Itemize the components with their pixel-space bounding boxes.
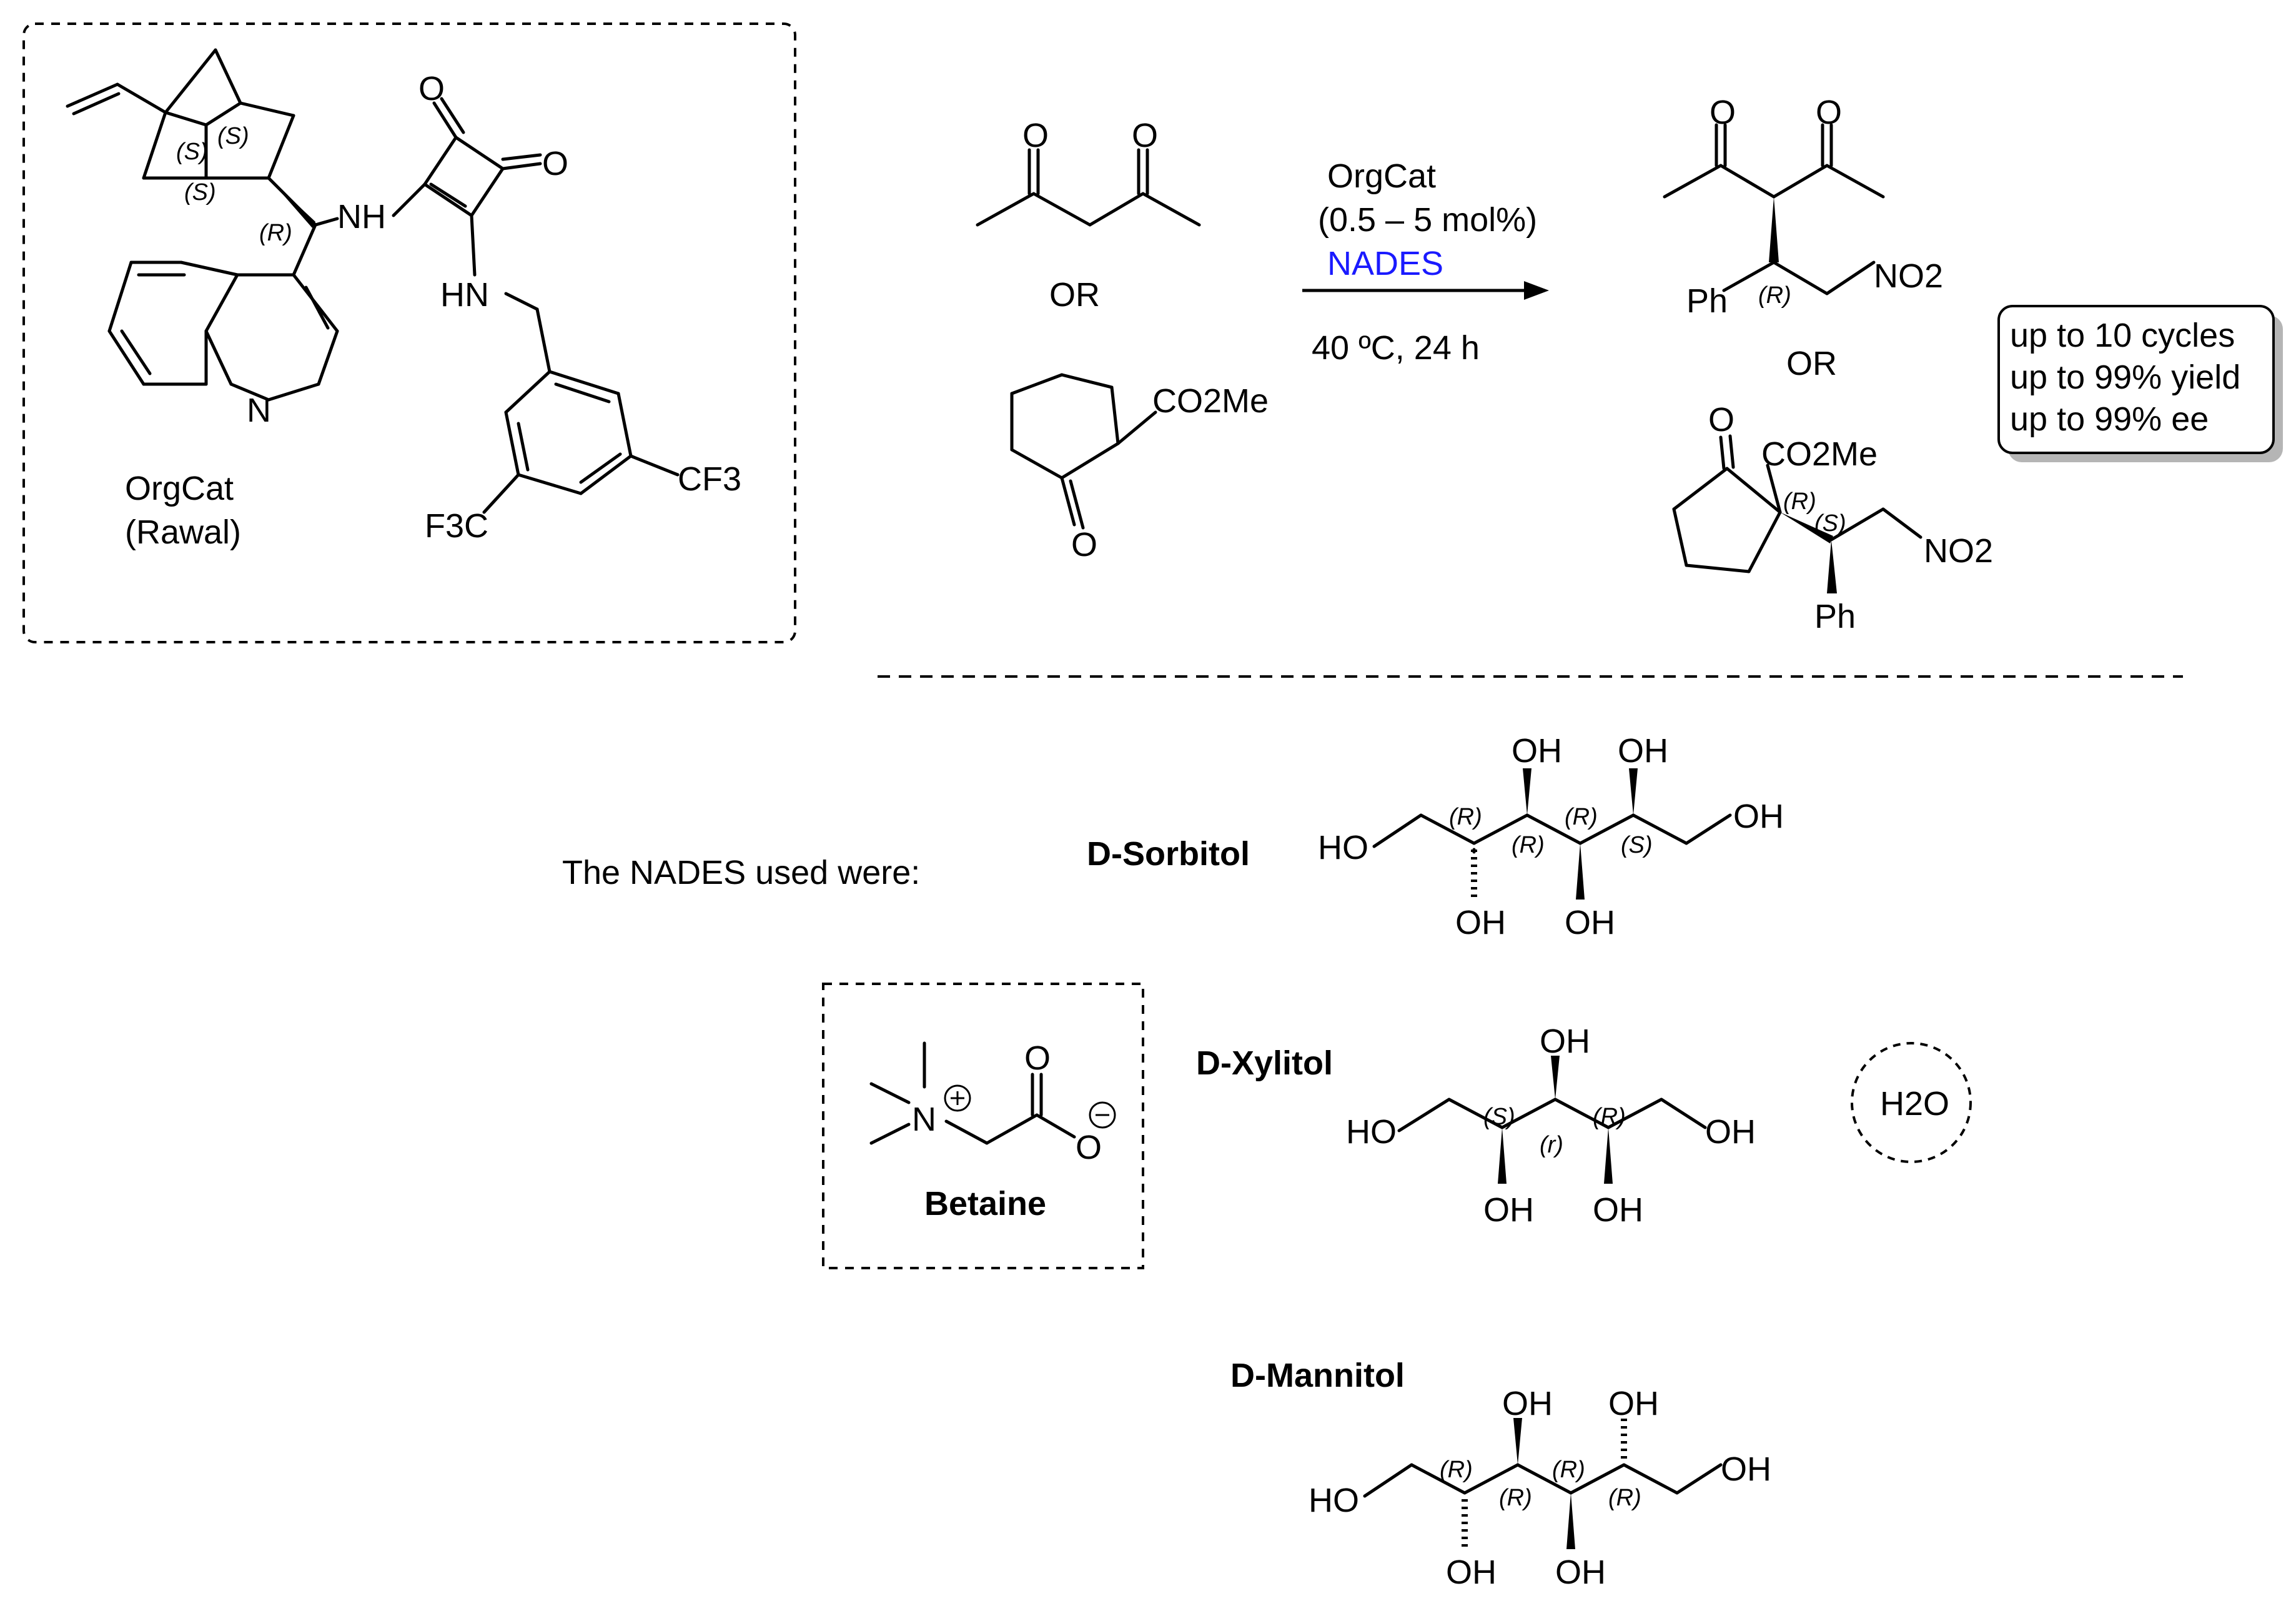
sorbitol-name: D-Sorbitol (1087, 835, 1250, 873)
catalyst-atom-o2: O (542, 145, 568, 182)
cond-temp-time: 40 ºC, 24 h (1312, 329, 1480, 367)
xylitol-stereo-1: (S) (1483, 1104, 1515, 1130)
product1-structure (1663, 123, 1885, 295)
product1-ph: Ph (1686, 282, 1728, 320)
summary-line-2: up to 99% yield (2010, 359, 2240, 396)
product1-no2: NO2 (1874, 257, 1943, 295)
cond-catalyst: OrgCat (1327, 157, 1436, 195)
summary-line-1: up to 10 cycles (2010, 317, 2235, 354)
sorbitol-structure (1372, 768, 1732, 900)
summary-line-3: up to 99% ee (2010, 400, 2209, 438)
catalyst-atom-hn: HN (440, 276, 489, 314)
product1-o1: O (1710, 94, 1736, 131)
water-label: H2O (1880, 1085, 1949, 1123)
xylitol-oh-bot2: OH (1593, 1191, 1643, 1229)
xylitol-oh-top: OH (1540, 1023, 1590, 1060)
catalyst-stereo-s3: (S) (184, 179, 216, 206)
product1-stereo: (R) (1758, 282, 1791, 309)
mannitol-oh-top2: OH (1608, 1385, 1659, 1422)
product2-stereo-s: (S) (1814, 510, 1846, 537)
mannitol-structure (1363, 1418, 1723, 1549)
ketoester-o: O (1071, 526, 1097, 563)
sorbitol-stereo-3: (R) (1565, 804, 1598, 830)
catalyst-stereo-s1: (S) (176, 139, 208, 165)
diketone-o1: O (1022, 117, 1049, 154)
product2-no2: NO2 (1924, 532, 1993, 570)
xylitol-stereo-2: (r) (1540, 1132, 1563, 1158)
catalyst-cf3-left: F3C (425, 507, 488, 545)
sorbitol-stereo-2: (R) (1512, 832, 1545, 858)
betaine-name: Betaine (924, 1185, 1046, 1222)
water-circle (1851, 1042, 1972, 1163)
product2-ph: Ph (1814, 598, 1856, 635)
catalyst-stereo-s2: (S) (217, 123, 249, 149)
summary-box (1997, 305, 2275, 454)
catalyst-structure (66, 48, 680, 514)
product2-co2me: CO2Me (1761, 435, 1878, 473)
mannitol-ho: HO (1309, 1482, 1359, 1519)
sorbitol-stereo-4: (S) (1621, 832, 1653, 858)
sorbitol-oh-bot1: OH (1455, 904, 1506, 941)
sorbitol-oh-top1: OH (1512, 732, 1562, 770)
betaine-n: N (912, 1101, 936, 1138)
mannitol-oh-bot1: OH (1446, 1554, 1497, 1591)
sorbitol-ho: HO (1318, 829, 1368, 866)
reactant-or: OR (1049, 276, 1100, 314)
catalyst-atom-nh: NH (337, 198, 386, 235)
catalyst-atom-n: N (247, 392, 271, 429)
catalyst-name: OrgCat (125, 470, 234, 507)
sorbitol-oh-top2: OH (1618, 732, 1668, 770)
product2-o: O (1708, 401, 1734, 439)
catalyst-stereo-r1: (R) (259, 220, 292, 246)
mannitol-stereo-1: (R) (1440, 1457, 1473, 1483)
betaine-structure (869, 1041, 1116, 1145)
diketone-o2: O (1132, 117, 1158, 154)
xylitol-oh-bot1: OH (1483, 1191, 1534, 1229)
betaine-o1: O (1024, 1039, 1051, 1077)
nades-intro: The NADES used were: (562, 854, 920, 891)
mannitol-oh-end: OH (1721, 1450, 1771, 1488)
betaine-box (822, 983, 1144, 1269)
xylitol-ho: HO (1346, 1113, 1397, 1151)
ketoester-co2me: CO2Me (1152, 382, 1269, 420)
product1-o2: O (1816, 94, 1842, 131)
xylitol-oh-end: OH (1705, 1113, 1756, 1151)
cond-solvent: NADES (1327, 245, 1443, 282)
mannitol-stereo-4: (R) (1608, 1485, 1641, 1511)
catalyst-origin: (Rawal) (125, 513, 241, 551)
sorbitol-oh-bot2: OH (1565, 904, 1615, 941)
mannitol-stereo-3: (R) (1552, 1457, 1585, 1483)
mannitol-name: D-Mannitol (1230, 1357, 1405, 1394)
cond-loading: (0.5 – 5 mol%) (1318, 201, 1537, 239)
product2-structure (1672, 434, 1922, 593)
xylitol-stereo-3: (R) (1593, 1104, 1626, 1130)
product2-stereo-r: (R) (1783, 488, 1816, 515)
product-or: OR (1786, 345, 1837, 382)
xylitol-name: D-Xylitol (1196, 1044, 1333, 1082)
sorbitol-stereo-1: (R) (1449, 804, 1482, 830)
catalyst-atom-o1: O (418, 70, 445, 107)
mannitol-stereo-2: (R) (1499, 1485, 1532, 1511)
ketoester-structure (1010, 373, 1157, 530)
betaine-o2: O (1076, 1129, 1102, 1166)
sorbitol-oh-end: OH (1733, 798, 1784, 835)
catalyst-box (22, 22, 796, 643)
catalyst-cf3-right: CF3 (678, 460, 741, 498)
mannitol-oh-top1: OH (1502, 1385, 1553, 1422)
diketone-structure (976, 148, 1201, 227)
xylitol-structure (1397, 1056, 1707, 1184)
mannitol-oh-bot2: OH (1555, 1554, 1606, 1591)
reaction-arrow-head (1524, 281, 1549, 300)
